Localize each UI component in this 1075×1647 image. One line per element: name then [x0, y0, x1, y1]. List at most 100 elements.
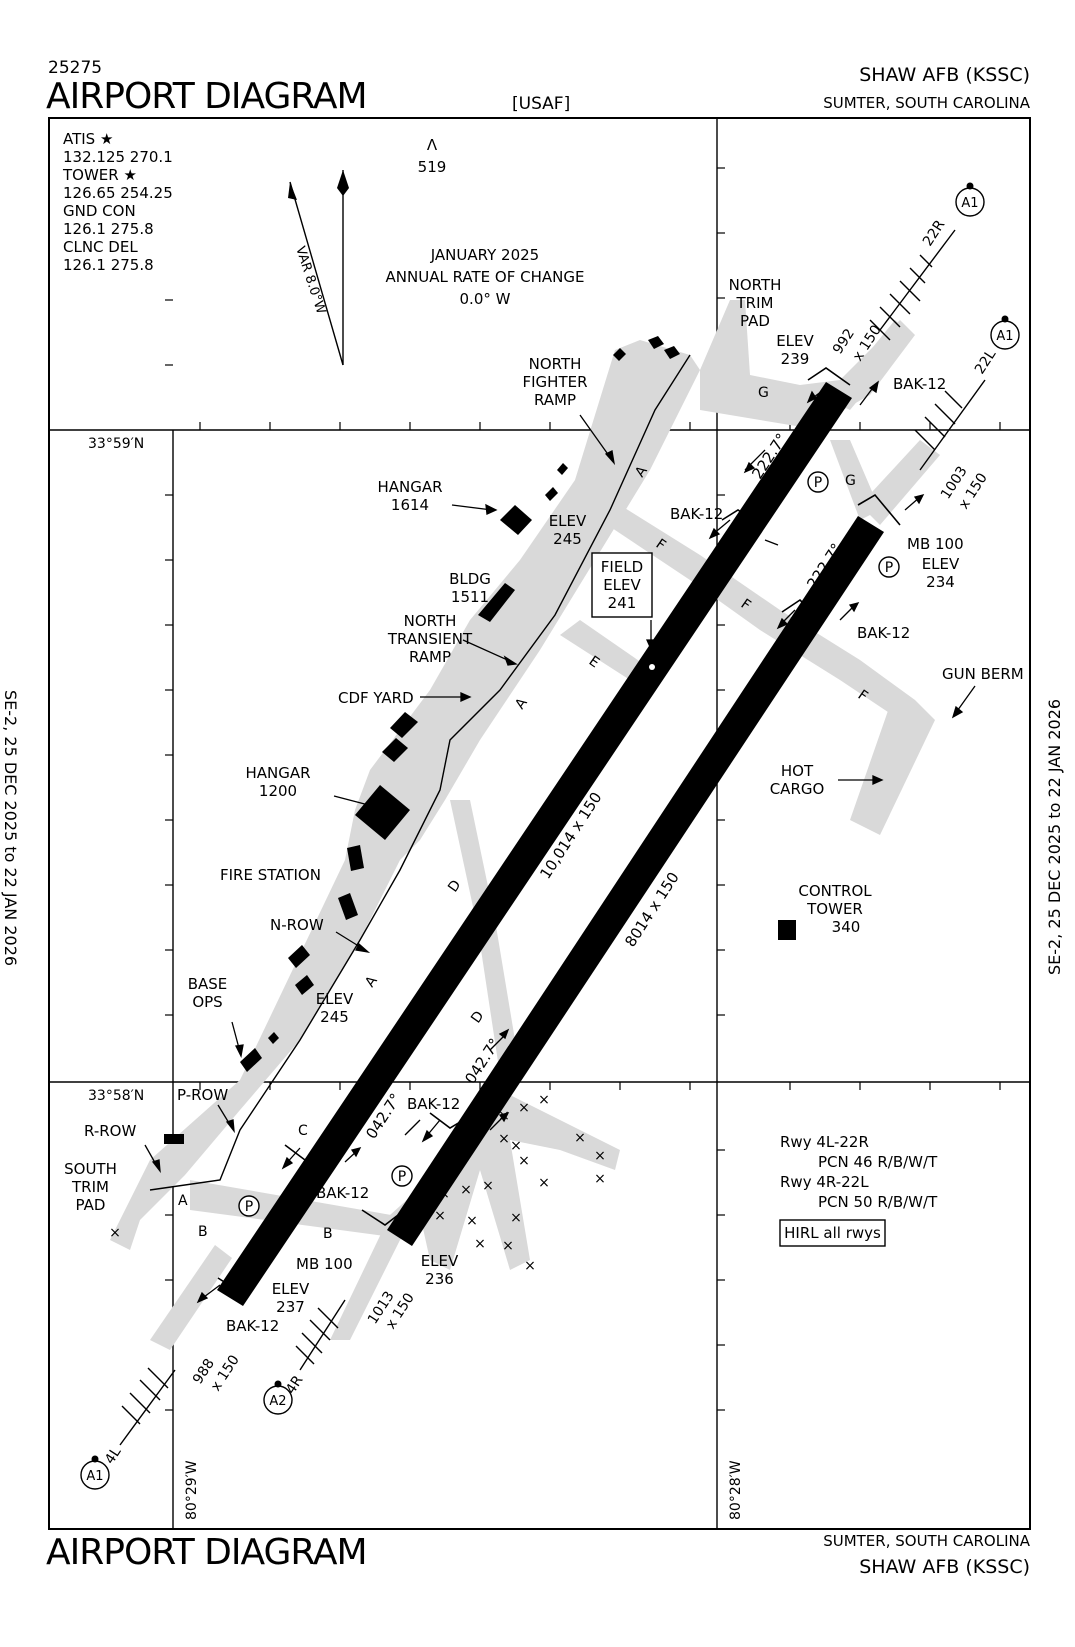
- gnd-con-label: GND CON: [63, 202, 136, 220]
- north-trim-pad-line3: PAD: [740, 312, 770, 330]
- approach-marker-2: A1: [996, 329, 1013, 344]
- bak12-mid1-label: BAK-12: [670, 505, 724, 523]
- svg-text:×: ×: [498, 1108, 510, 1124]
- hot-cargo-label: HOT CARGO: [762, 762, 832, 798]
- hangar-1614-line2: 1614: [390, 496, 430, 514]
- elev-234-label: ELEV 234: [918, 555, 963, 591]
- svg-text:×: ×: [574, 1130, 586, 1146]
- atis-label: ATIS ★: [63, 130, 114, 148]
- bldg-1511: [478, 583, 515, 622]
- obstacle-elevation: 519: [417, 158, 447, 176]
- elev-245-south-line1: ELEV: [315, 990, 354, 1008]
- ramp-bldg-2: [557, 463, 568, 475]
- control-tower-line1: CONTROL: [798, 882, 872, 900]
- svg-text:×: ×: [438, 1186, 450, 1202]
- svg-text:×: ×: [498, 1131, 510, 1147]
- control-tower-line3: 340: [831, 918, 861, 936]
- hot-cargo-line2: CARGO: [769, 780, 825, 798]
- hangar-1614: [500, 505, 532, 535]
- svg-text:×: ×: [510, 1210, 522, 1226]
- chart-frame: [48, 117, 1031, 1530]
- svg-text:×: ×: [518, 1153, 530, 1169]
- closed-marks: × ××× ××× ××× ××× ××× ××× ×: [109, 1092, 606, 1274]
- taxiway-a-2: A: [512, 695, 531, 712]
- base-ops-line1: BASE: [187, 975, 228, 993]
- footer-airport: SHAW AFB (KSSC): [859, 1556, 1030, 1578]
- base-ops-small: [268, 1032, 279, 1044]
- taxiway-g-1: G: [758, 385, 769, 401]
- mb100-ne-mark: [857, 493, 901, 526]
- n-row-label: N-ROW: [270, 916, 324, 934]
- parking-4: P: [398, 1169, 406, 1185]
- rwy-end-4l: 4L: [102, 1444, 125, 1467]
- fire-station-annex: [338, 893, 358, 920]
- taxiway-b-2: B: [198, 1224, 208, 1240]
- gun-berm-label: GUN BERM: [942, 665, 1024, 683]
- pcn-block: Rwy 4L-22R PCN 46 R/B/W/T Rwy 4R-22L PCN…: [780, 1132, 937, 1212]
- bak12-sw1-label: BAK-12: [316, 1184, 370, 1202]
- hangar-1614-line1: HANGAR: [377, 478, 443, 496]
- hangar-1200-line1: HANGAR: [245, 764, 311, 782]
- magnetic-north-line: [289, 181, 344, 366]
- elev-239-line1: ELEV: [776, 332, 814, 350]
- mb100-ne-label: MB 100: [907, 535, 964, 553]
- elev-237-label: ELEV 237: [268, 1280, 313, 1316]
- bak12-mid2-mark: [781, 598, 816, 616]
- n-row-bldg-1: [288, 945, 310, 968]
- tower-label: TOWER ★: [63, 166, 137, 184]
- elev-239-line2: 239: [780, 350, 810, 368]
- magnetic-note: JANUARY 2025 ANNUAL RATE OF CHANGE 0.0° …: [370, 246, 600, 308]
- north-trim-pad-line1: NORTH: [728, 276, 782, 294]
- runway-4l-22r: [217, 382, 852, 1306]
- north-transient-ramp-line3: RAMP: [408, 648, 452, 666]
- base-ops-line2: OPS: [192, 993, 223, 1011]
- p-row-label: P-ROW: [177, 1086, 229, 1104]
- bak12-sw2-label: BAK-12: [226, 1317, 280, 1335]
- bak12-ne1-label: BAK-12: [893, 375, 947, 393]
- south-trim-pad-label: SOUTH TRIM PAD: [58, 1160, 123, 1214]
- hangar-1614-label: HANGAR 1614: [370, 478, 450, 514]
- page-title: AIRPORT DIAGRAM: [46, 76, 368, 117]
- parking-symbols: P P P P: [238, 471, 900, 1217]
- base-ops-bldg: [240, 1048, 262, 1072]
- north-trim-pad-line2: TRIM: [736, 294, 774, 312]
- elev-245-south-line2: 245: [320, 1008, 349, 1026]
- north-fighter-ramp-line1: NORTH: [528, 355, 582, 373]
- tower-freq: 126.65 254.25: [63, 184, 173, 202]
- elev-234-line2: 234: [926, 573, 955, 591]
- n-row-bldg-2: [295, 975, 314, 995]
- ramp-bldg-1: [545, 487, 558, 501]
- hangar-1200: [355, 785, 410, 840]
- lat-north-label: 33°59′N: [88, 436, 144, 452]
- svg-text:×: ×: [538, 1092, 550, 1108]
- parking-3: P: [245, 1199, 253, 1215]
- comms-block: ATIS ★ 132.125 270.1 TOWER ★ 126.65 254.…: [63, 130, 173, 274]
- variation-label: VAR 8.0°W: [292, 245, 328, 316]
- rwy-end-22l: 22L: [972, 347, 999, 377]
- runway-4r-22l: [387, 516, 884, 1246]
- r-row-bldg: [164, 1134, 184, 1144]
- approach-marker-4: A2: [269, 1394, 286, 1409]
- elev-245-north-line1: ELEV: [548, 512, 587, 530]
- bldg-1511-line2: 1511: [450, 588, 490, 606]
- taxiway-c: C: [298, 1123, 308, 1139]
- svg-text:×: ×: [434, 1208, 446, 1224]
- pcn-line2: PCN 46 R/B/W/T: [818, 1153, 938, 1171]
- svg-text:×: ×: [538, 1175, 550, 1191]
- direction-arrows: [196, 380, 925, 1304]
- bak12-sw-top-label: BAK-12: [407, 1095, 461, 1113]
- agency-label: [USAF]: [512, 94, 571, 114]
- north-transient-ramp-line2: TRANSIENT: [387, 630, 473, 648]
- cdf-yard-label: CDF YARD: [338, 689, 414, 707]
- bak12-sw2-mark: [217, 1277, 259, 1293]
- bak12-mid2-label: BAK-12: [857, 624, 911, 642]
- airport-location: SUMTER, SOUTH CAROLINA: [823, 94, 1030, 112]
- hangar-1200-label: HANGAR 1200: [238, 764, 318, 800]
- graticule: [48, 117, 1031, 1530]
- ramp-bldg-4: [648, 336, 664, 349]
- cdf-yard-bldg-2: [382, 738, 408, 762]
- approach-markers: A1 A1 A1 A2: [80, 182, 1020, 1490]
- elev-245-south-label: ELEV 245: [312, 990, 357, 1026]
- taxiway-a-4: A: [178, 1193, 188, 1209]
- elev-245-north-line2: 245: [553, 530, 582, 548]
